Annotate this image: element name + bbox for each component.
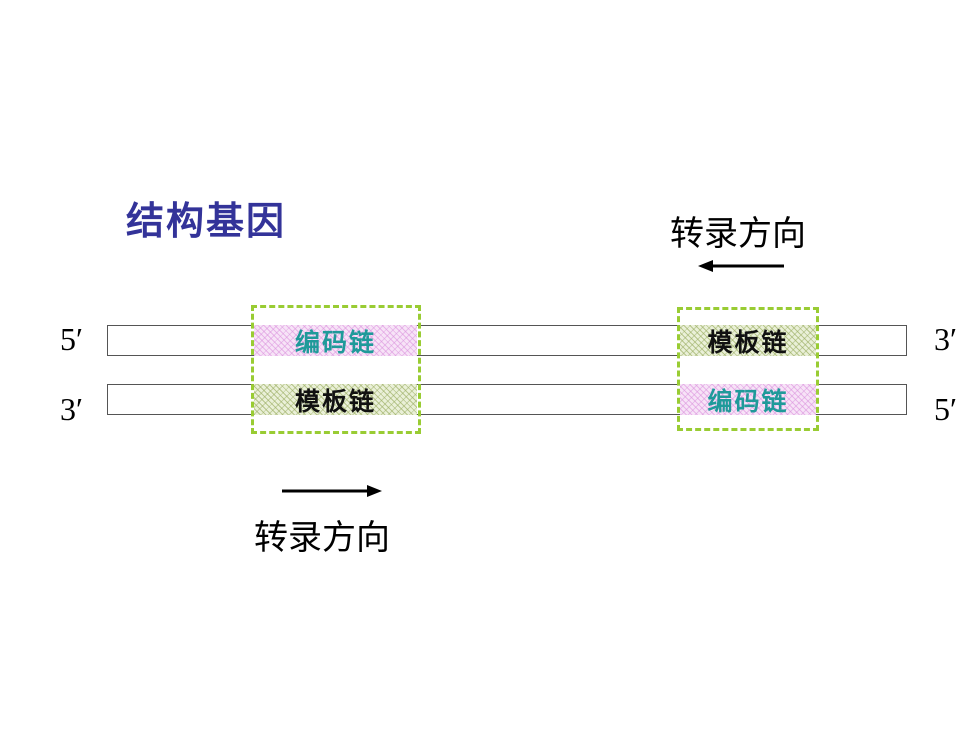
left-gene-bottom-segment: 模板链 bbox=[254, 384, 417, 416]
right-gene-top-segment: 模板链 bbox=[680, 325, 816, 357]
top-strand-left-end: 5′ bbox=[60, 321, 83, 357]
right-gene-dashed-box bbox=[677, 307, 819, 431]
bottom-strand-left-end: 3′ bbox=[60, 391, 83, 427]
transcription-direction-label-right: 转录方向 bbox=[670, 214, 806, 254]
bottom-strand-right-end: 5′ bbox=[934, 391, 957, 427]
transcription-direction-label-left: 转录方向 bbox=[254, 518, 390, 558]
left-gene-dashed-box bbox=[251, 305, 421, 434]
right-gene-bottom-segment: 编码链 bbox=[680, 384, 816, 416]
left-arrow-icon bbox=[698, 260, 784, 272]
top-strand-right-end: 3′ bbox=[934, 321, 957, 357]
right-arrow-icon bbox=[282, 485, 382, 497]
left-gene-top-segment: 编码链 bbox=[254, 325, 417, 357]
diagram-title: 结构基因 bbox=[126, 198, 287, 243]
